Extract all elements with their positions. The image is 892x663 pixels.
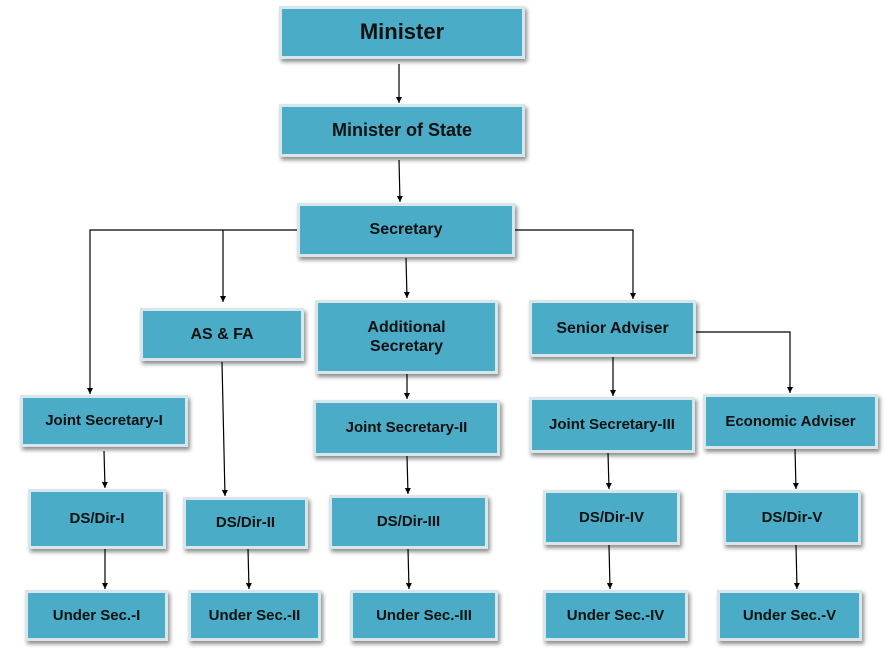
connector-asfa-to-ds2 xyxy=(221,361,228,497)
ds-dir-4-box: DS/Dir-IV xyxy=(543,490,680,545)
under-sec-4-box: Under Sec.-IV xyxy=(543,590,688,641)
under-sec-5-label: Under Sec.-V xyxy=(742,606,837,624)
senior-adviser-label: Senior Adviser xyxy=(556,319,669,337)
economic-adviser-box: Economic Adviser xyxy=(703,394,878,449)
under-sec-2-label: Under Sec.-II xyxy=(208,606,301,624)
senior-adviser-box: Senior Adviser xyxy=(529,300,696,357)
secretary-label: Secretary xyxy=(369,221,443,239)
connector-js3-to-ds4 xyxy=(605,452,612,490)
minister-box: Minister xyxy=(279,6,525,59)
secretary-box: Secretary xyxy=(297,203,515,257)
ds-dir-3-label: DS/Dir-III xyxy=(376,513,441,530)
additional-secretary-box: Additional Secretary xyxy=(315,300,498,374)
ds-dir-3-box: DS/Dir-III xyxy=(329,495,488,549)
under-sec-1-label: Under Sec.-I xyxy=(52,606,141,624)
joint-secretary-1-label: Joint Secretary-I xyxy=(45,412,163,429)
economic-adviser-label: Economic Adviser xyxy=(725,412,856,430)
minister-of-state-label: Minister of State xyxy=(331,119,473,140)
ds-dir-1-box: DS/Dir-I xyxy=(28,489,166,549)
under-sec-4-label: Under Sec.-IV xyxy=(566,606,665,624)
connector-js2-to-ds3 xyxy=(404,455,411,495)
joint-secretary-1-box: Joint Secretary-I xyxy=(20,395,188,447)
ds-dir-5-label: DS/Dir-V xyxy=(761,508,823,526)
joint-secretary-2-label: Joint Secretary-II xyxy=(345,419,468,436)
minister-of-state-box: Minister of State xyxy=(279,104,525,157)
ds-dir-1-label: DS/Dir-I xyxy=(69,510,125,527)
ds-dir-2-label: DS/Dir-II xyxy=(215,514,276,531)
as-fa-box: AS & FA xyxy=(140,308,304,361)
connector-ds3-to-us3 xyxy=(405,548,412,590)
as-fa-label: AS & FA xyxy=(190,325,254,343)
connector-ds2-to-us2 xyxy=(245,548,252,590)
connector-econ-to-ds5 xyxy=(792,448,799,490)
minister-label: Minister xyxy=(359,19,445,45)
connector-js1-to-ds1 xyxy=(101,450,108,489)
joint-secretary-3-label: Joint Secretary-III xyxy=(549,416,675,433)
connector-senior-adviser-to-econ-adviser xyxy=(696,331,793,393)
connector-ds4-to-us4 xyxy=(606,544,613,590)
under-sec-1-box: Under Sec.-I xyxy=(25,590,168,641)
additional-secretary-label: Additional Secretary xyxy=(367,318,446,355)
under-sec-3-box: Under Sec.-III xyxy=(350,590,498,641)
under-sec-3-label: Under Sec.-III xyxy=(376,606,472,624)
under-sec-5-box: Under Sec.-V xyxy=(717,590,862,641)
joint-secretary-3-box: Joint Secretary-III xyxy=(529,397,695,453)
connector-secretary-to-js1 xyxy=(87,229,298,394)
joint-secretary-2-box: Joint Secretary-II xyxy=(313,400,500,456)
ds-dir-2-box: DS/Dir-II xyxy=(183,497,308,549)
ds-dir-5-box: DS/Dir-V xyxy=(723,490,861,545)
ds-dir-4-label: DS/Dir-IV xyxy=(578,508,644,526)
connector-secretary-to-addl-sec xyxy=(403,257,410,299)
under-sec-2-box: Under Sec.-II xyxy=(188,590,321,641)
connector-ds5-to-us5 xyxy=(793,544,800,590)
connector-secretary-to-senior-adviser xyxy=(515,229,636,299)
connector-mos-to-secretary xyxy=(396,159,403,203)
